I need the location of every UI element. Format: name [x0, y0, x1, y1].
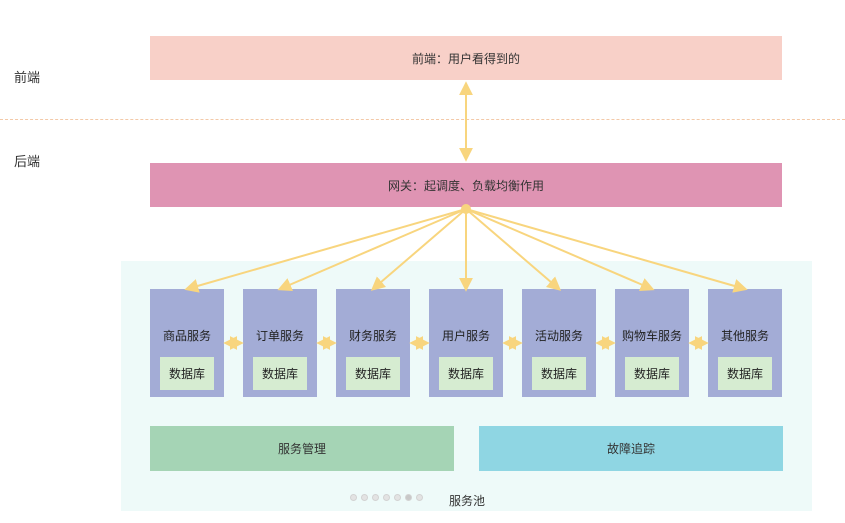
frontend-box-label: 前端：用户看得到的 [411, 51, 520, 66]
service-other-database[interactable]: 数据库 [718, 357, 772, 390]
service-activity[interactable]: 活动服务 数据库 [522, 289, 596, 397]
gateway-to-cart-arrow [465, 208, 655, 292]
service-order-database[interactable]: 数据库 [253, 357, 307, 390]
gateway-hub [461, 204, 471, 214]
service-user-label: 用户服务 [441, 329, 490, 343]
gateway-to-product-arrow [184, 208, 467, 293]
service-activity-label: 活动服务 [534, 329, 583, 343]
service-user-database[interactable]: 数据库 [439, 357, 493, 390]
pager-dot[interactable] [394, 494, 401, 501]
frontend-backend-divider [0, 119, 845, 120]
service-order[interactable]: 订单服务 数据库 [243, 289, 317, 397]
service-product[interactable]: 商品服务 数据库 [150, 289, 224, 397]
service-product-database[interactable]: 数据库 [160, 357, 214, 390]
pager-dot[interactable] [361, 494, 368, 501]
service-activity-database[interactable]: 数据库 [532, 357, 586, 390]
pager-dot[interactable] [372, 494, 379, 501]
backend-side-label: 后端 [14, 155, 41, 170]
service-cart-label: 购物车服务 [621, 329, 682, 343]
frontend-side-label: 前端 [14, 71, 41, 86]
pager-dot-active[interactable] [405, 494, 412, 501]
service-finance-label: 财务服务 [348, 329, 397, 343]
service-management-label: 服务管理 [277, 442, 326, 456]
service-cart-database[interactable]: 数据库 [625, 357, 679, 390]
service-management-box[interactable]: 服务管理 [150, 426, 454, 471]
service-order-label: 订单服务 [255, 329, 304, 343]
service-finance-database[interactable]: 数据库 [346, 357, 400, 390]
frontend-box[interactable]: 前端：用户看得到的 [150, 36, 782, 80]
service-product-label: 商品服务 [162, 329, 211, 343]
gateway-box-label: 网关：起调度、负载均衡作用 [387, 178, 544, 193]
service-pool-label: 服务池 [449, 494, 486, 508]
service-other[interactable]: 其他服务 数据库 [708, 289, 782, 397]
gateway-to-other-arrow [465, 208, 748, 293]
pager-dot[interactable] [416, 494, 423, 501]
gateway-box[interactable]: 网关：起调度、负载均衡作用 [150, 163, 782, 207]
service-cart[interactable]: 购物车服务 数据库 [615, 289, 689, 397]
pager-dot[interactable] [383, 494, 390, 501]
fault-tracking-box[interactable]: 故障追踪 [479, 426, 783, 471]
gateway-to-activity-arrow [465, 208, 562, 291]
pager-dot[interactable] [350, 494, 357, 501]
gateway-to-order-arrow [277, 208, 467, 292]
service-user[interactable]: 用户服务 数据库 [429, 289, 503, 397]
fault-tracking-label: 故障追踪 [606, 442, 655, 456]
service-finance[interactable]: 财务服务 数据库 [336, 289, 410, 397]
gateway-to-finance-arrow [370, 208, 467, 291]
pager-dots [350, 494, 423, 501]
service-other-label: 其他服务 [720, 329, 769, 343]
